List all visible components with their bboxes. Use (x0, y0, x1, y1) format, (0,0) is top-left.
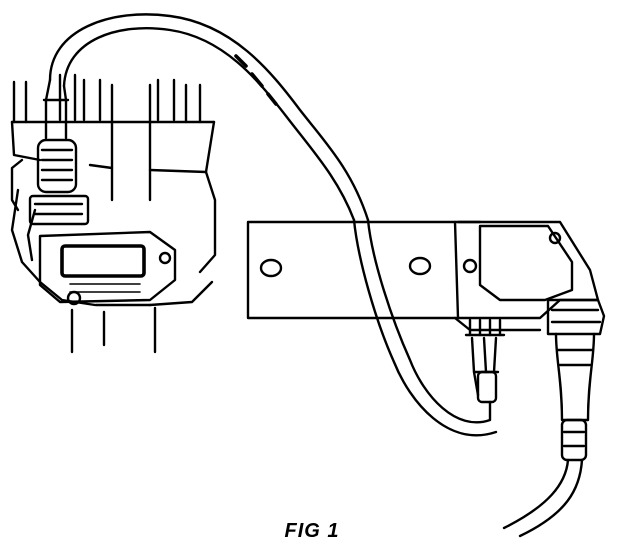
wiring-harness (42, 13, 370, 222)
distributor-connector (28, 138, 90, 226)
remote-ignition-module (456, 220, 600, 337)
module-wires (352, 218, 500, 437)
distributor-ignition-module (38, 230, 177, 306)
module-connector (502, 298, 606, 538)
mounting-bracket (246, 220, 542, 332)
figure-caption: FIG 1 (284, 520, 340, 542)
distributor (10, 73, 217, 354)
